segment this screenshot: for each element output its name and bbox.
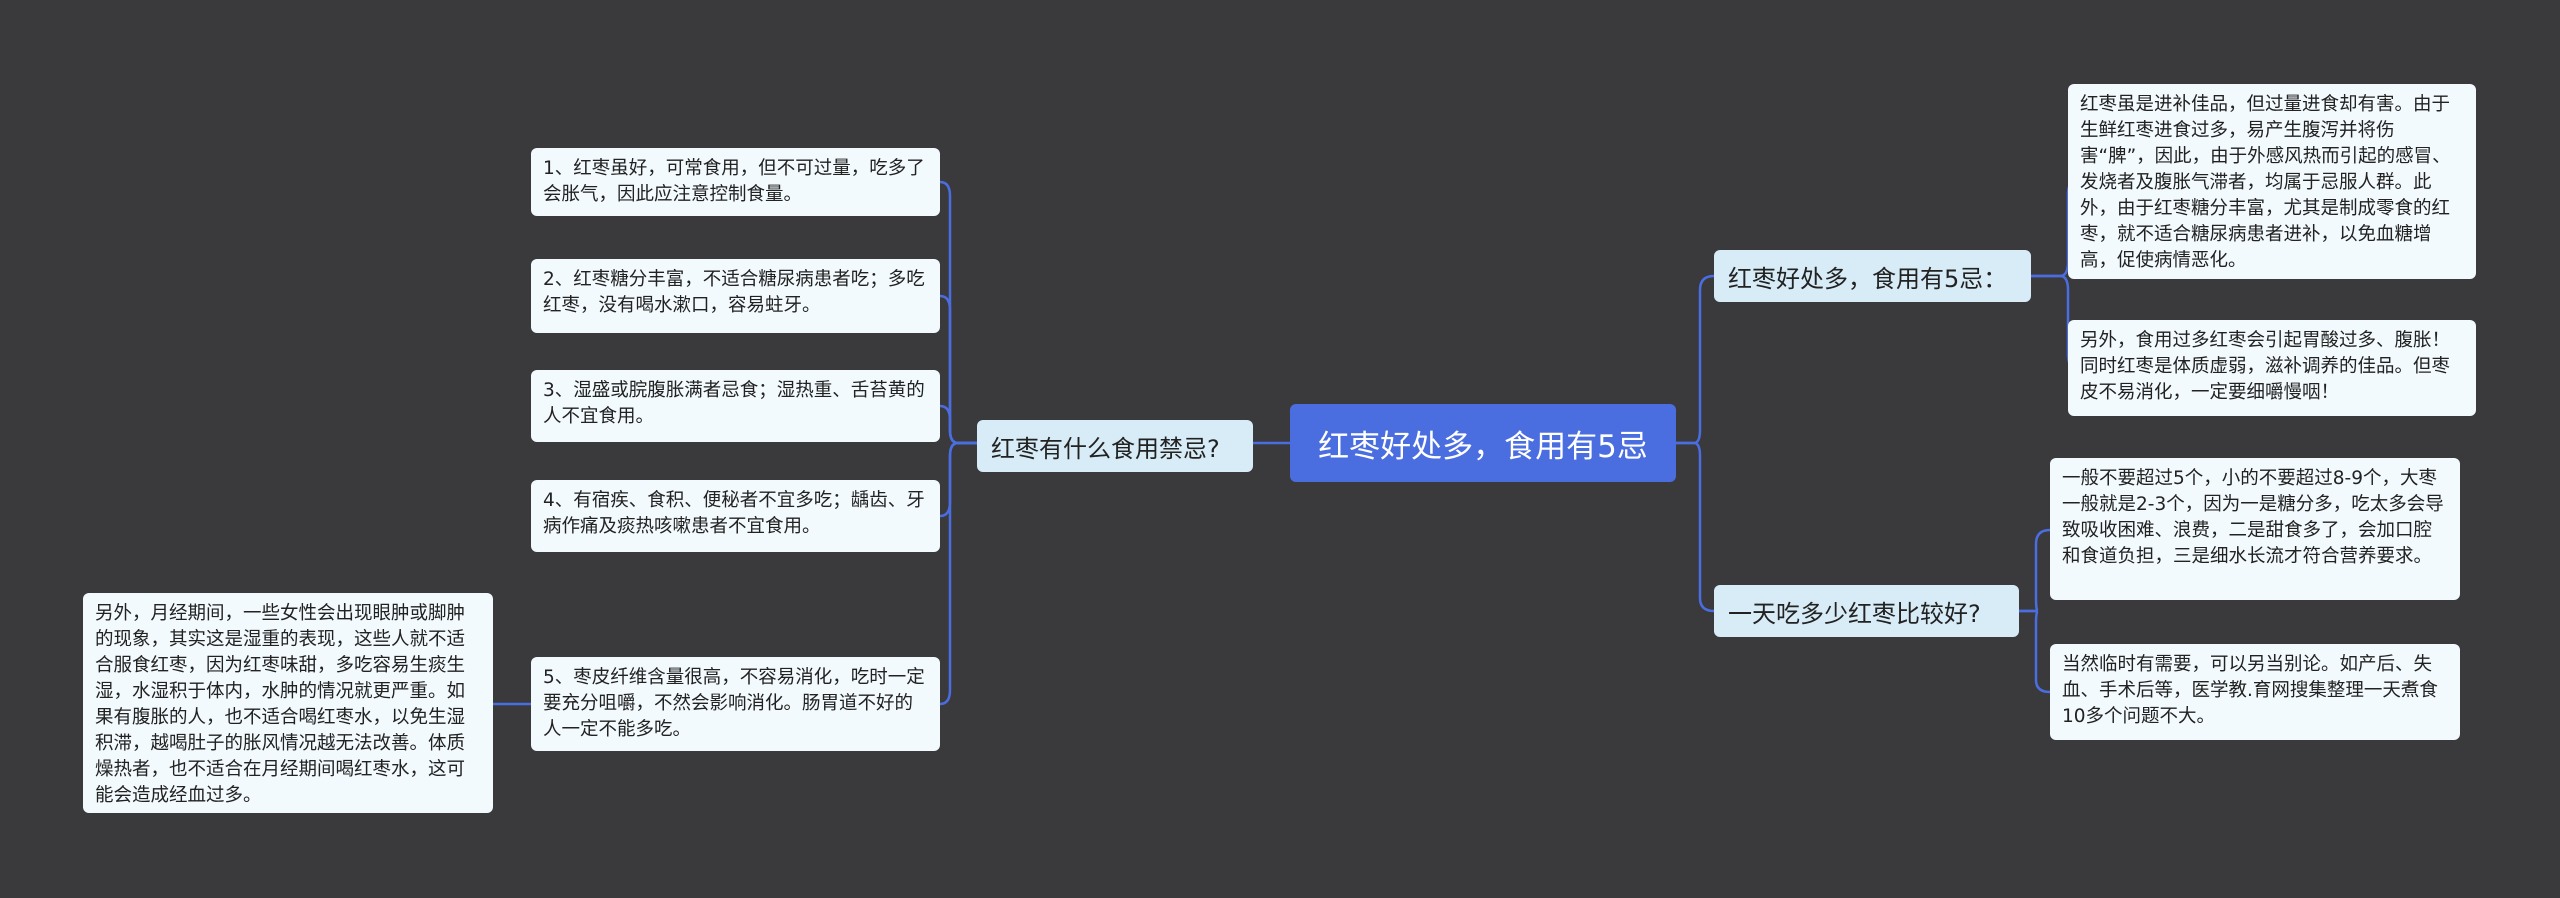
leaf-stomach-acid[interactable]: 另外，食用过多红枣会引起胃酸过多、腹胀！同时红枣是体质虚弱，滋补调养的佳品。但枣…	[2068, 320, 2476, 416]
branch-benefits-taboos[interactable]: 红枣好处多，食用有5忌：	[1714, 250, 2031, 302]
link-right2-1	[2019, 528, 2051, 613]
leaf-overeating-harm[interactable]: 红枣虽是进补佳品，但过量进食却有害。由于生鲜红枣进食过多，易产生腹泻并将伤害“脾…	[2068, 84, 2476, 279]
link-root-right-1	[1676, 274, 1715, 445]
link-left-2	[939, 294, 977, 445]
link-left-4	[939, 441, 977, 518]
link-right2-2	[2019, 609, 2051, 694]
root-topic[interactable]: 红枣好处多，食用有5忌	[1290, 404, 1676, 482]
leaf-special-cases[interactable]: 当然临时有需要，可以另当别论。如产后、失血、手术后等，医学教.育网搜集整理一天煮…	[2050, 644, 2460, 740]
leaf-taboo-4[interactable]: 4、有宿疾、食积、便秘者不宜多吃；龋齿、牙病作痛及痰热咳嗽患者不宜食用。	[531, 480, 940, 552]
link-root-right-2	[1676, 441, 1715, 613]
leaf-menstrual-note[interactable]: 另外，月经期间，一些女性会出现眼肿或脚肿的现象，其实这是湿重的表现，这些人就不适…	[83, 593, 493, 813]
leaf-daily-limit[interactable]: 一般不要超过5个，小的不要超过8-9个，大枣一般就是2-3个，因为一是糖分多，吃…	[2050, 458, 2460, 600]
link-left-1	[939, 180, 977, 445]
leaf-taboo-3[interactable]: 3、湿盛或脘腹胀满者忌食；湿热重、舌苔黄的人不宜食用。	[531, 370, 940, 442]
leaf-taboo-1[interactable]: 1、红枣虽好，可常食用，但不可过量，吃多了会胀气，因此应注意控制食量。	[531, 148, 940, 216]
branch-food-taboos[interactable]: 红枣有什么食用禁忌?	[977, 420, 1253, 472]
link-left-3	[939, 404, 977, 445]
link-left-5	[939, 441, 977, 706]
leaf-taboo-5[interactable]: 5、枣皮纤维含量很高，不容易消化，吃时一定要充分咀嚼，不然会影响消化。肠胃道不好…	[531, 657, 940, 751]
leaf-taboo-2[interactable]: 2、红枣糖分丰富，不适合糖尿病患者吃；多吃红枣，没有喝水漱口，容易蛀牙。	[531, 259, 940, 333]
branch-daily-amount[interactable]: 一天吃多少红枣比较好?	[1714, 585, 2019, 637]
